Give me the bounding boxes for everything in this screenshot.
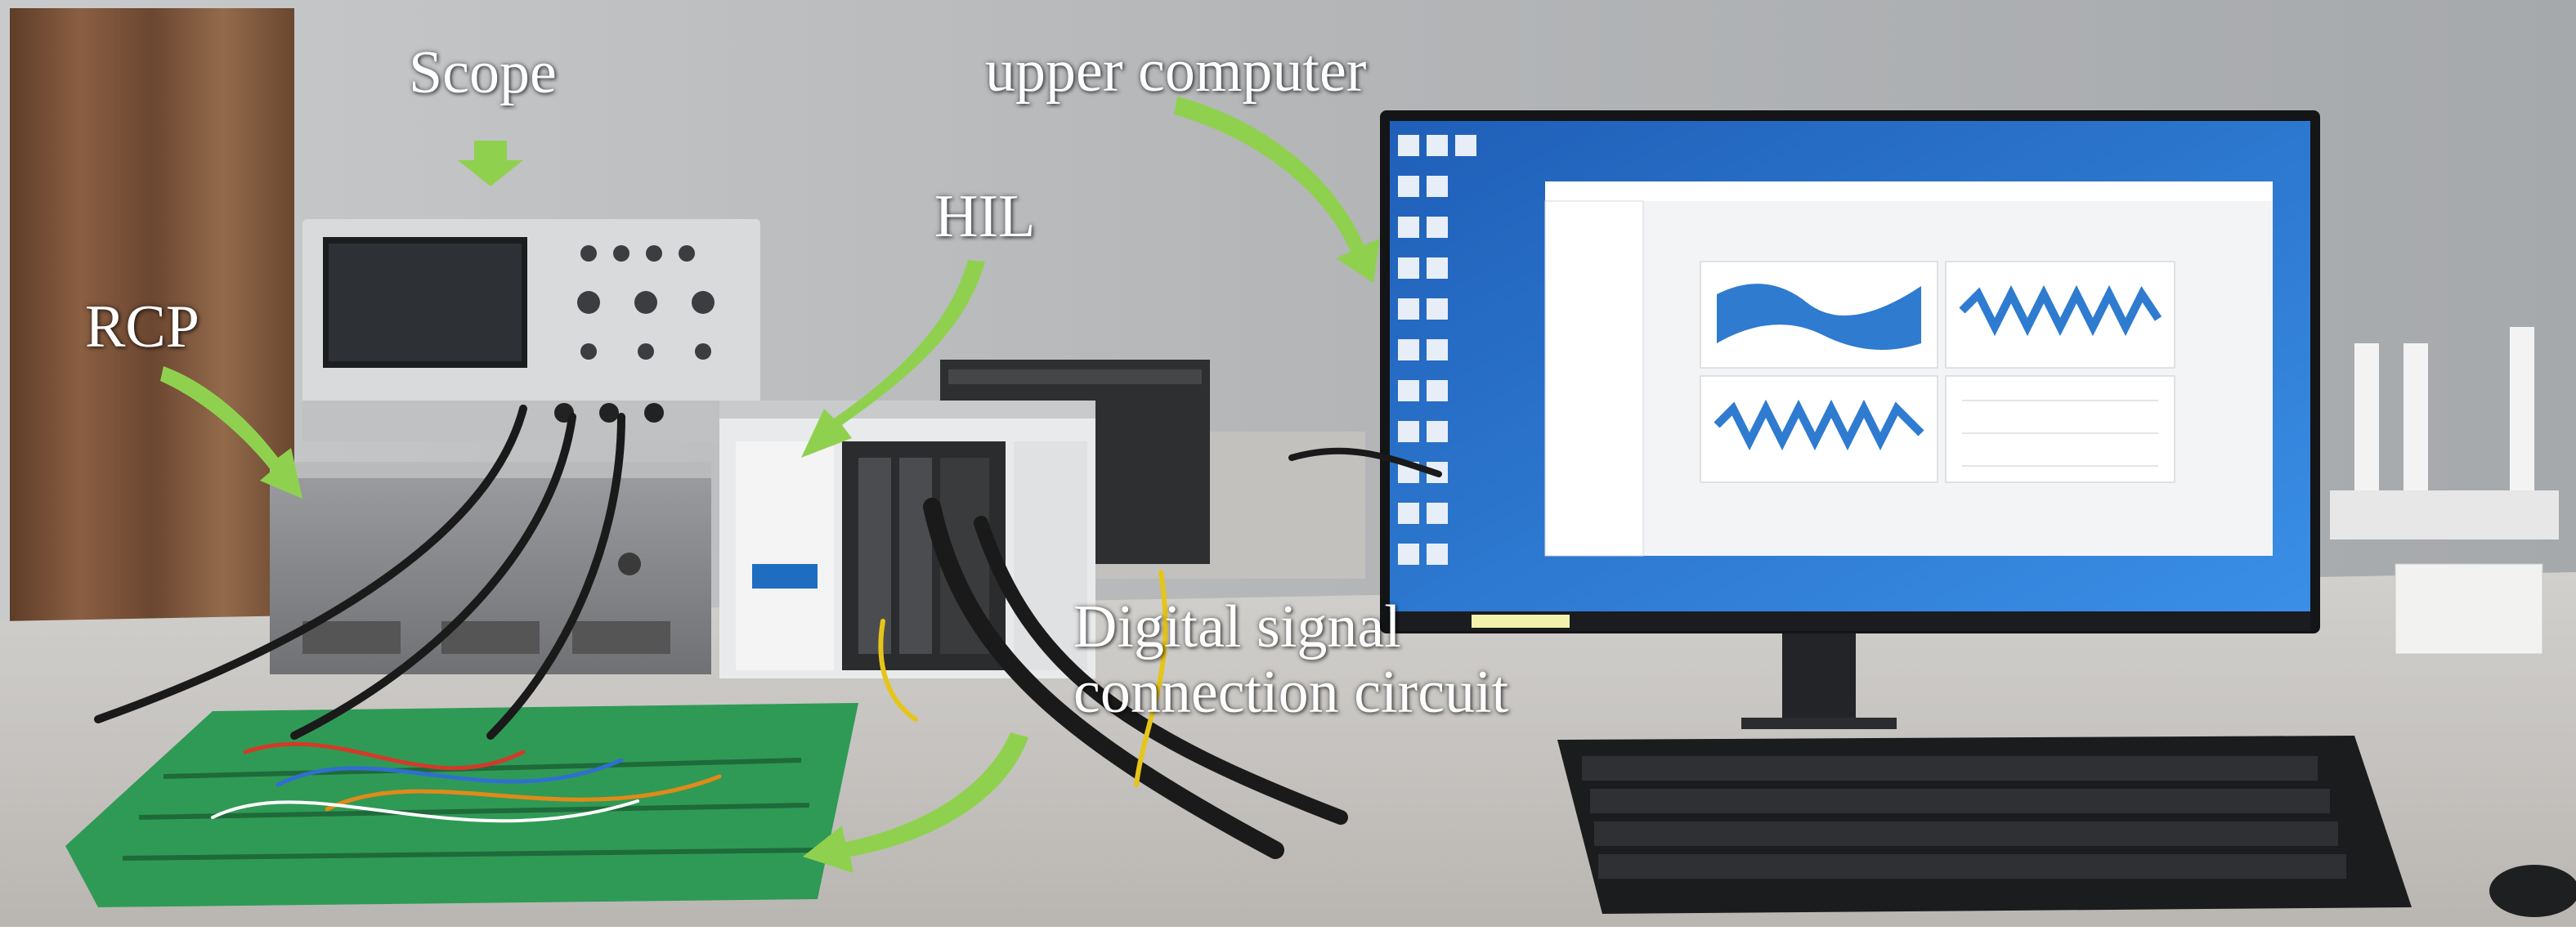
keyboard	[1557, 736, 2412, 914]
label-upper-computer: upper computer	[985, 38, 1367, 105]
rcp-unit	[270, 462, 711, 674]
label-hil: HIL	[934, 183, 1036, 250]
label-scope: Scope	[409, 39, 557, 106]
label-digital-line1: Digital signal	[1073, 593, 1401, 660]
rcp-arrow	[160, 366, 302, 499]
cables	[94, 405, 1442, 859]
label-digital-signal: Digital signal connection circuit	[1073, 593, 1509, 726]
label-rcp: RCP	[85, 293, 199, 360]
mouse	[2489, 865, 2576, 917]
curtain	[10, 8, 294, 646]
hil-arrow	[801, 260, 985, 458]
pcb-board	[65, 703, 858, 907]
scope-device	[302, 219, 760, 441]
wall-outlet	[2395, 563, 2543, 655]
scope-arrow	[458, 141, 523, 186]
upper-computer-arrow	[1174, 96, 1380, 283]
monitor	[1380, 110, 2320, 729]
annotation-arrows	[160, 96, 1380, 873]
digital-signal-arrow	[803, 732, 1028, 873]
label-digital-line2: connection circuit	[1073, 658, 1509, 726]
router	[2330, 327, 2559, 539]
